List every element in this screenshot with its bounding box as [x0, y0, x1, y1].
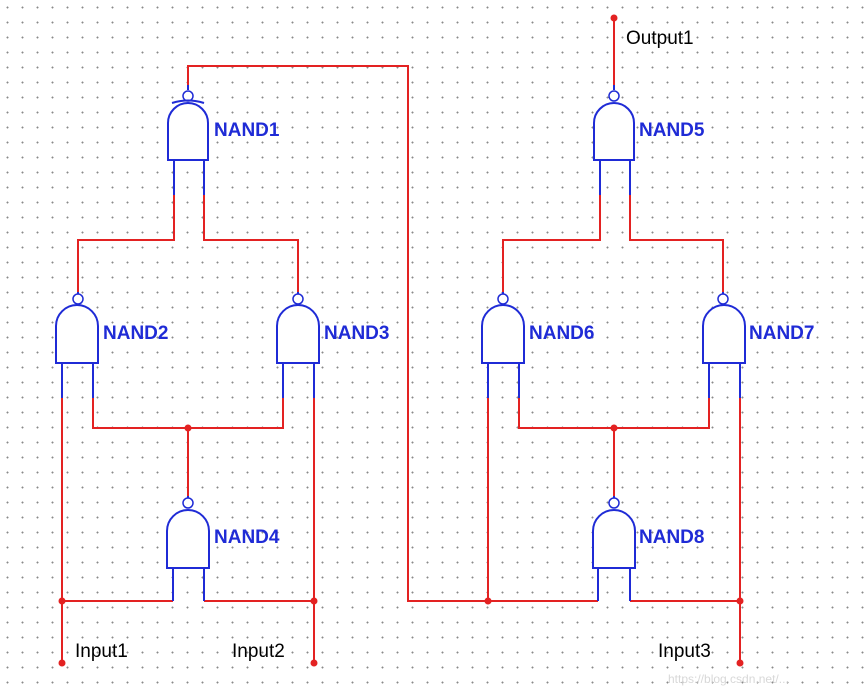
- gate-labels: NAND1 NAND2 NAND3 NAND4 NAND5 NAND6 NAND…: [103, 120, 814, 548]
- wire-nand2-out: [77, 195, 175, 292]
- input1-terminal[interactable]: [58, 659, 66, 667]
- wire-nand8-out-split: [518, 398, 710, 429]
- junction-dot: [58, 597, 66, 605]
- junction-dot: [184, 424, 192, 432]
- port-label-input3: Input3: [658, 641, 711, 662]
- port-label-input2: Input2: [232, 641, 285, 662]
- port-label-input1: Input1: [75, 641, 128, 662]
- nand4-gate: [166, 497, 210, 569]
- gate-label-nand6: NAND6: [529, 323, 594, 344]
- gate-label-nand4: NAND4: [214, 527, 280, 548]
- port-label-output1: Output1: [626, 28, 694, 49]
- junction-dot: [484, 597, 492, 605]
- nand7-gate: [702, 293, 746, 364]
- nand1-gate: [167, 90, 209, 161]
- wire-nand6-out: [502, 195, 601, 292]
- port-labels: Input1 Input2 Input3 Output1: [75, 28, 711, 662]
- wire-nand7-out: [629, 195, 724, 292]
- input2-terminal[interactable]: [310, 659, 318, 667]
- junction-dot: [310, 597, 318, 605]
- gate-label-nand5: NAND5: [639, 120, 705, 141]
- gate-label-nand2: NAND2: [103, 323, 168, 344]
- junction-dot: [736, 597, 744, 605]
- nand8-gate: [592, 497, 636, 569]
- gate-label-nand3: NAND3: [324, 323, 389, 344]
- gate-label-nand8: NAND8: [639, 527, 704, 548]
- gate-label-nand1: NAND1: [214, 120, 280, 141]
- nand1-pins: [173, 85, 205, 195]
- watermark-text: https://blog.csdn.net/...: [668, 672, 789, 686]
- gate-label-nand7: NAND7: [749, 323, 814, 344]
- nand5-gate: [593, 90, 635, 161]
- nand3-gate: [276, 293, 320, 364]
- nand5-pins: [599, 85, 631, 195]
- output1-terminal[interactable]: [610, 14, 618, 22]
- junction-dot: [610, 424, 618, 432]
- wire-nand4-out-split: [92, 398, 284, 429]
- wire-nand3-out: [203, 195, 299, 292]
- input3-terminal[interactable]: [736, 659, 744, 667]
- wires: [61, 18, 741, 663]
- nand6-gate: [481, 293, 525, 364]
- wire-nand1-out-to-right: [187, 65, 490, 602]
- junction-nodes: [58, 14, 744, 667]
- gate-bodies: [55, 90, 746, 569]
- nand2-gate: [55, 293, 99, 364]
